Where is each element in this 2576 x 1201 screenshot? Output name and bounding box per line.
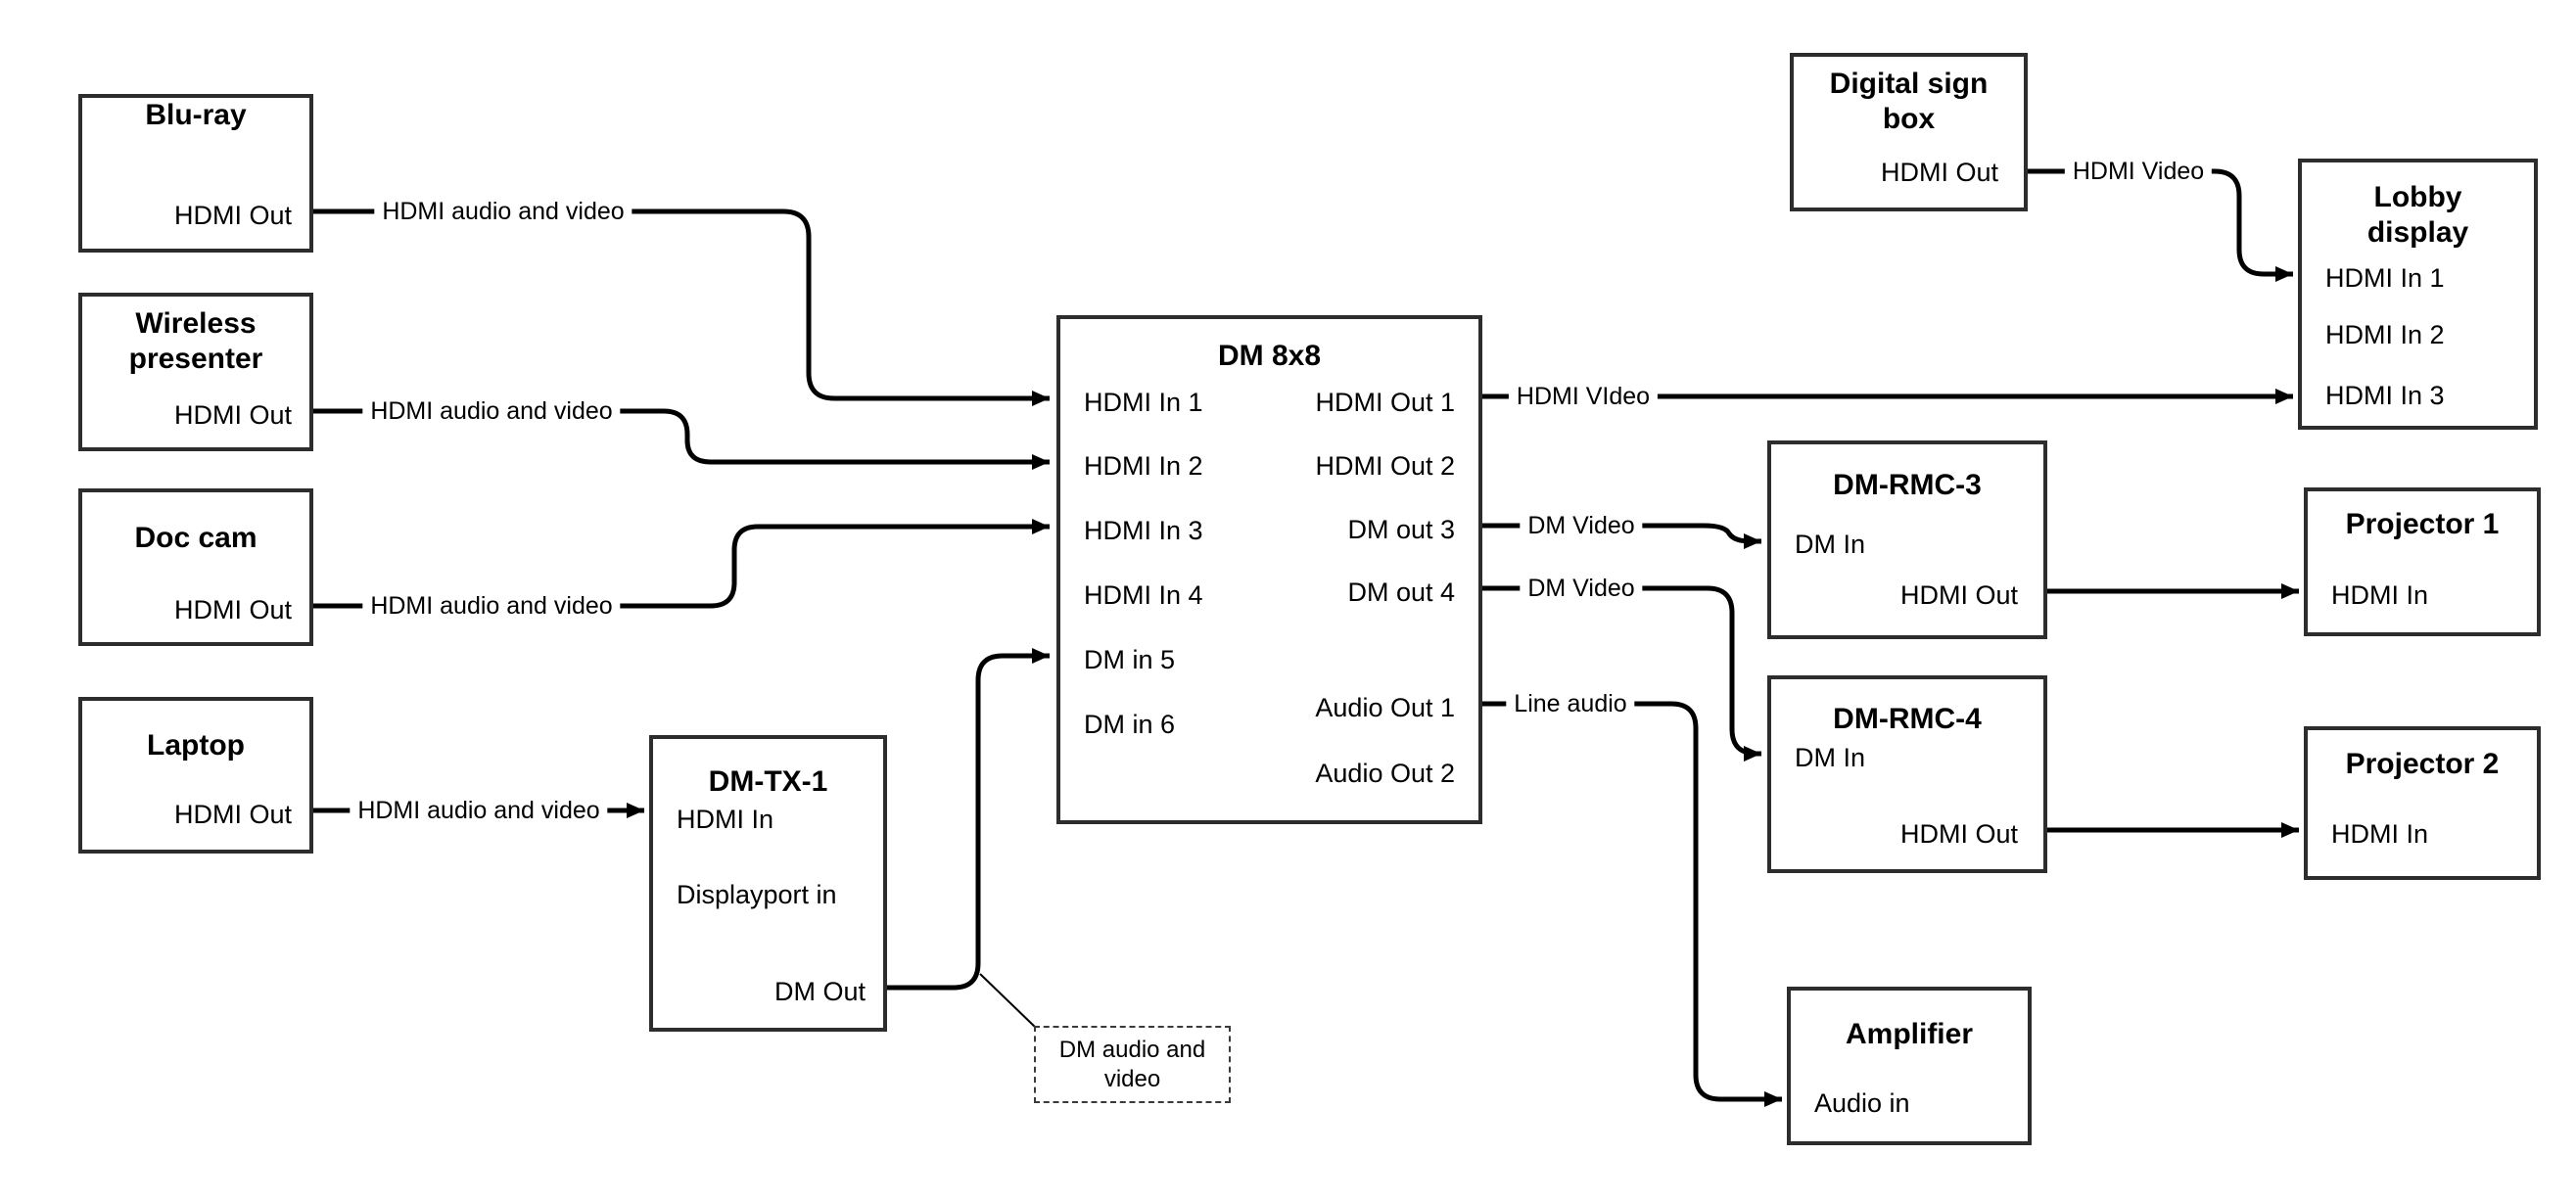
node-laptop: Laptop HDMI Out <box>78 697 313 854</box>
node-title: Wireless presenter <box>128 307 263 375</box>
port-hdmi-out: HDMI Out <box>173 800 292 829</box>
node-dm-rmc-4: DM-RMC-4 DM In HDMI Out <box>1767 675 2047 873</box>
cable-label-hdmi-video-sign: HDMI Video <box>2064 157 2213 186</box>
port-audio-out-1: Audio Out 1 <box>1315 693 1455 722</box>
node-title: Lobby display <box>2366 181 2469 249</box>
port-hdmi-out: HDMI Out <box>1899 580 2018 610</box>
node-title: Projector 2 <box>2345 748 2500 780</box>
node-digital-sign-box: Digital sign box HDMI Out <box>1790 53 2028 211</box>
port-dm-out-3: DM out 3 <box>1347 515 1455 544</box>
cable-label-hdmi-av-wireless: HDMI audio and video <box>362 396 621 426</box>
node-wireless-presenter: Wireless presenter HDMI Out <box>78 293 313 451</box>
port-dm-in: DM In <box>1795 530 1866 559</box>
port-hdmi-out: HDMI Out <box>173 595 292 624</box>
cable-label-hdmi-av-laptop: HDMI audio and video <box>350 796 608 825</box>
cable-dm8x8-aout1-to-amplifier <box>1482 701 1782 1107</box>
node-bluray: Blu-ray HDMI Out <box>78 94 313 253</box>
port-hdmi-in-1: HDMI In 1 <box>1084 388 1203 417</box>
cable-label-hdmi-av-doccam: HDMI audio and video <box>362 591 621 621</box>
port-hdmi-in-2: HDMI In 2 <box>1084 451 1203 481</box>
port-hdmi-out-1: HDMI Out 1 <box>1315 388 1455 417</box>
node-title: DM-TX-1 <box>708 765 828 798</box>
cable-label-dm-video-3: DM Video <box>1520 511 1643 540</box>
node-title: Projector 1 <box>2345 508 2500 540</box>
cable-label-hdmi-video-out1: HDMI VIdeo <box>1508 382 1659 411</box>
cable-label-dm-video-4: DM Video <box>1520 574 1643 603</box>
cable-digitalsign-to-lobby-in1 <box>2028 168 2293 282</box>
cable-dmtx1-to-dm8x8-in5 <box>887 648 1050 991</box>
node-title: Blu-ray <box>145 99 247 131</box>
node-doc-cam: Doc cam HDMI Out <box>78 488 313 646</box>
node-title: DM 8x8 <box>1217 340 1322 372</box>
cable-dm8x8-out3-to-dmrmc3 <box>1482 523 1761 549</box>
cable-label-line-audio: Line audio <box>1506 689 1635 718</box>
port-hdmi-in-1: HDMI In 1 <box>2325 263 2445 293</box>
node-title: Digital sign box <box>1829 68 1989 135</box>
node-title: Amplifier <box>1845 1018 1974 1050</box>
port-hdmi-out: HDMI Out <box>1880 158 1998 187</box>
port-dm-in: DM In <box>1795 743 1866 772</box>
note-dm-audio-video: DM audio and video <box>1034 1026 1231 1103</box>
node-amplifier: Amplifier Audio in <box>1787 987 2032 1145</box>
port-hdmi-in: HDMI In <box>677 805 774 834</box>
port-dm-out-4: DM out 4 <box>1347 577 1455 607</box>
port-hdmi-out: HDMI Out <box>1899 819 2018 849</box>
port-hdmi-out: HDMI Out <box>173 201 292 230</box>
node-dm-tx-1: DM-TX-1 HDMI In Displayport in DM Out <box>649 735 887 1032</box>
port-hdmi-in: HDMI In <box>2331 580 2429 610</box>
node-dm-rmc-3: DM-RMC-3 DM In HDMI Out <box>1767 440 2047 639</box>
port-audio-out-2: Audio Out 2 <box>1315 759 1455 788</box>
port-hdmi-in-4: HDMI In 4 <box>1084 580 1203 610</box>
port-hdmi-out: HDMI Out <box>173 400 292 430</box>
node-lobby-display: Lobby display HDMI In 1 HDMI In 2 HDMI I… <box>2298 159 2538 430</box>
cable-doccam-to-dm8x8-in3 <box>313 519 1050 609</box>
node-title: DM-RMC-4 <box>1833 703 1982 735</box>
node-dm-8x8: DM 8x8 HDMI In 1 HDMI In 2 HDMI In 3 HDM… <box>1056 315 1482 824</box>
node-title: Laptop <box>147 729 245 762</box>
cable-wireless-to-dm8x8-in2 <box>313 408 1050 470</box>
port-hdmi-in: HDMI In <box>2331 819 2429 849</box>
port-hdmi-out-2: HDMI Out 2 <box>1315 451 1455 481</box>
port-hdmi-in-2: HDMI In 2 <box>2325 320 2445 349</box>
cable-dm8x8-out4-to-dmrmc4 <box>1482 585 1761 762</box>
cable-label-hdmi-av-bluray: HDMI audio and video <box>374 197 632 226</box>
port-displayport-in: Displayport in <box>677 880 837 909</box>
port-audio-in: Audio in <box>1814 1088 1910 1118</box>
node-title: Doc cam <box>134 522 258 554</box>
port-dm-out: DM Out <box>773 977 866 1006</box>
node-projector-2: Projector 2 HDMI In <box>2304 726 2541 880</box>
note-leader-line <box>979 973 1037 1029</box>
node-projector-1: Projector 1 HDMI In <box>2304 487 2541 636</box>
port-dm-in-6: DM in 6 <box>1084 710 1176 739</box>
port-dm-in-5: DM in 5 <box>1084 645 1176 674</box>
port-hdmi-in-3: HDMI In 3 <box>1084 516 1203 545</box>
node-title: DM-RMC-3 <box>1833 469 1982 501</box>
cable-bluray-to-dm8x8-in1 <box>313 208 1050 406</box>
port-hdmi-in-3: HDMI In 3 <box>2325 381 2445 410</box>
